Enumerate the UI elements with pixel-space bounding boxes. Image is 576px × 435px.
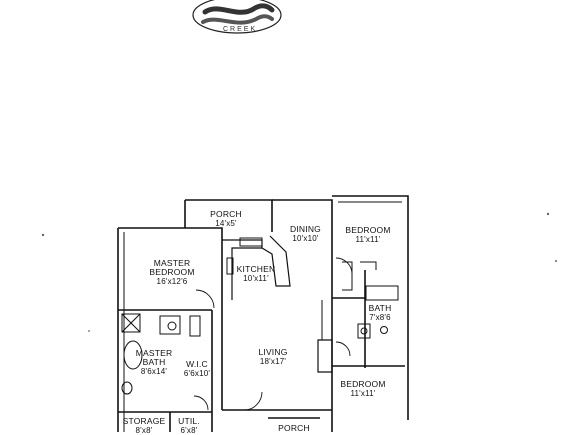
room-bedroom-top: BEDROOM 11'x11'	[340, 225, 396, 245]
room-name: BEDROOM	[340, 379, 386, 389]
logo: CREEK	[192, 0, 282, 34]
room-dims: 7'x8'6	[369, 313, 391, 322]
room-dims: 11'x11'	[355, 235, 381, 244]
room-kitchen: KITCHEN 10'x11'	[231, 264, 281, 284]
scan-specks	[41, 212, 557, 332]
room-name: KITCHEN	[236, 264, 276, 274]
room-name: LIVING	[258, 347, 288, 357]
room-name: BATH	[368, 303, 392, 313]
room-dims: 16'x12'6	[156, 277, 188, 286]
room-dims: 8'6x14'	[140, 367, 168, 376]
room-name: PORCH	[278, 423, 310, 433]
plan-fixtures	[121, 237, 399, 395]
room-dims: 6'6x10'	[183, 369, 211, 378]
plan-walls	[117, 195, 409, 432]
room-util: UTIL. 6'x8'	[172, 417, 206, 435]
room-wic: W.I.C 6'6x10'	[180, 359, 214, 379]
room-dims: 10'x11'	[243, 274, 269, 283]
room-name: MASTER BEDROOM	[149, 258, 195, 277]
room-name: PORCH	[210, 209, 242, 219]
room-name: BEDROOM	[345, 225, 391, 235]
room-porch-bottom: PORCH	[274, 424, 314, 433]
room-dims: 6'x8'	[180, 426, 198, 435]
room-dining: DINING 10'x10'	[283, 224, 328, 244]
room-storage: STORAGE 8'x8'	[119, 417, 169, 435]
room-name: DINING	[290, 224, 321, 234]
room-name: W.I.C	[186, 359, 208, 369]
room-living: LIVING 18'x17'	[250, 347, 296, 367]
plan-doors	[193, 257, 353, 411]
room-bath: BATH 7'x8'6	[362, 303, 398, 323]
room-porch-top: PORCH 14'x5'	[196, 209, 256, 229]
room-name: UTIL.	[178, 416, 200, 426]
room-master-bedroom: MASTER BEDROOM 16'x12'6	[142, 258, 202, 287]
room-name: STORAGE	[122, 416, 166, 426]
room-master-bath: MASTER BATH 8'6x14'	[132, 348, 176, 377]
room-name: MASTER BATH	[135, 348, 173, 367]
room-bedroom-bottom: BEDROOM 11'x11'	[334, 379, 392, 399]
room-dims: 11'x11'	[350, 389, 376, 398]
room-dims: 10'x10'	[292, 234, 319, 243]
room-dims: 8'x8'	[135, 426, 153, 435]
room-dims: 18'x17'	[259, 357, 287, 366]
logo-text: CREEK	[223, 26, 257, 33]
room-dims: 14'x5'	[215, 219, 237, 228]
